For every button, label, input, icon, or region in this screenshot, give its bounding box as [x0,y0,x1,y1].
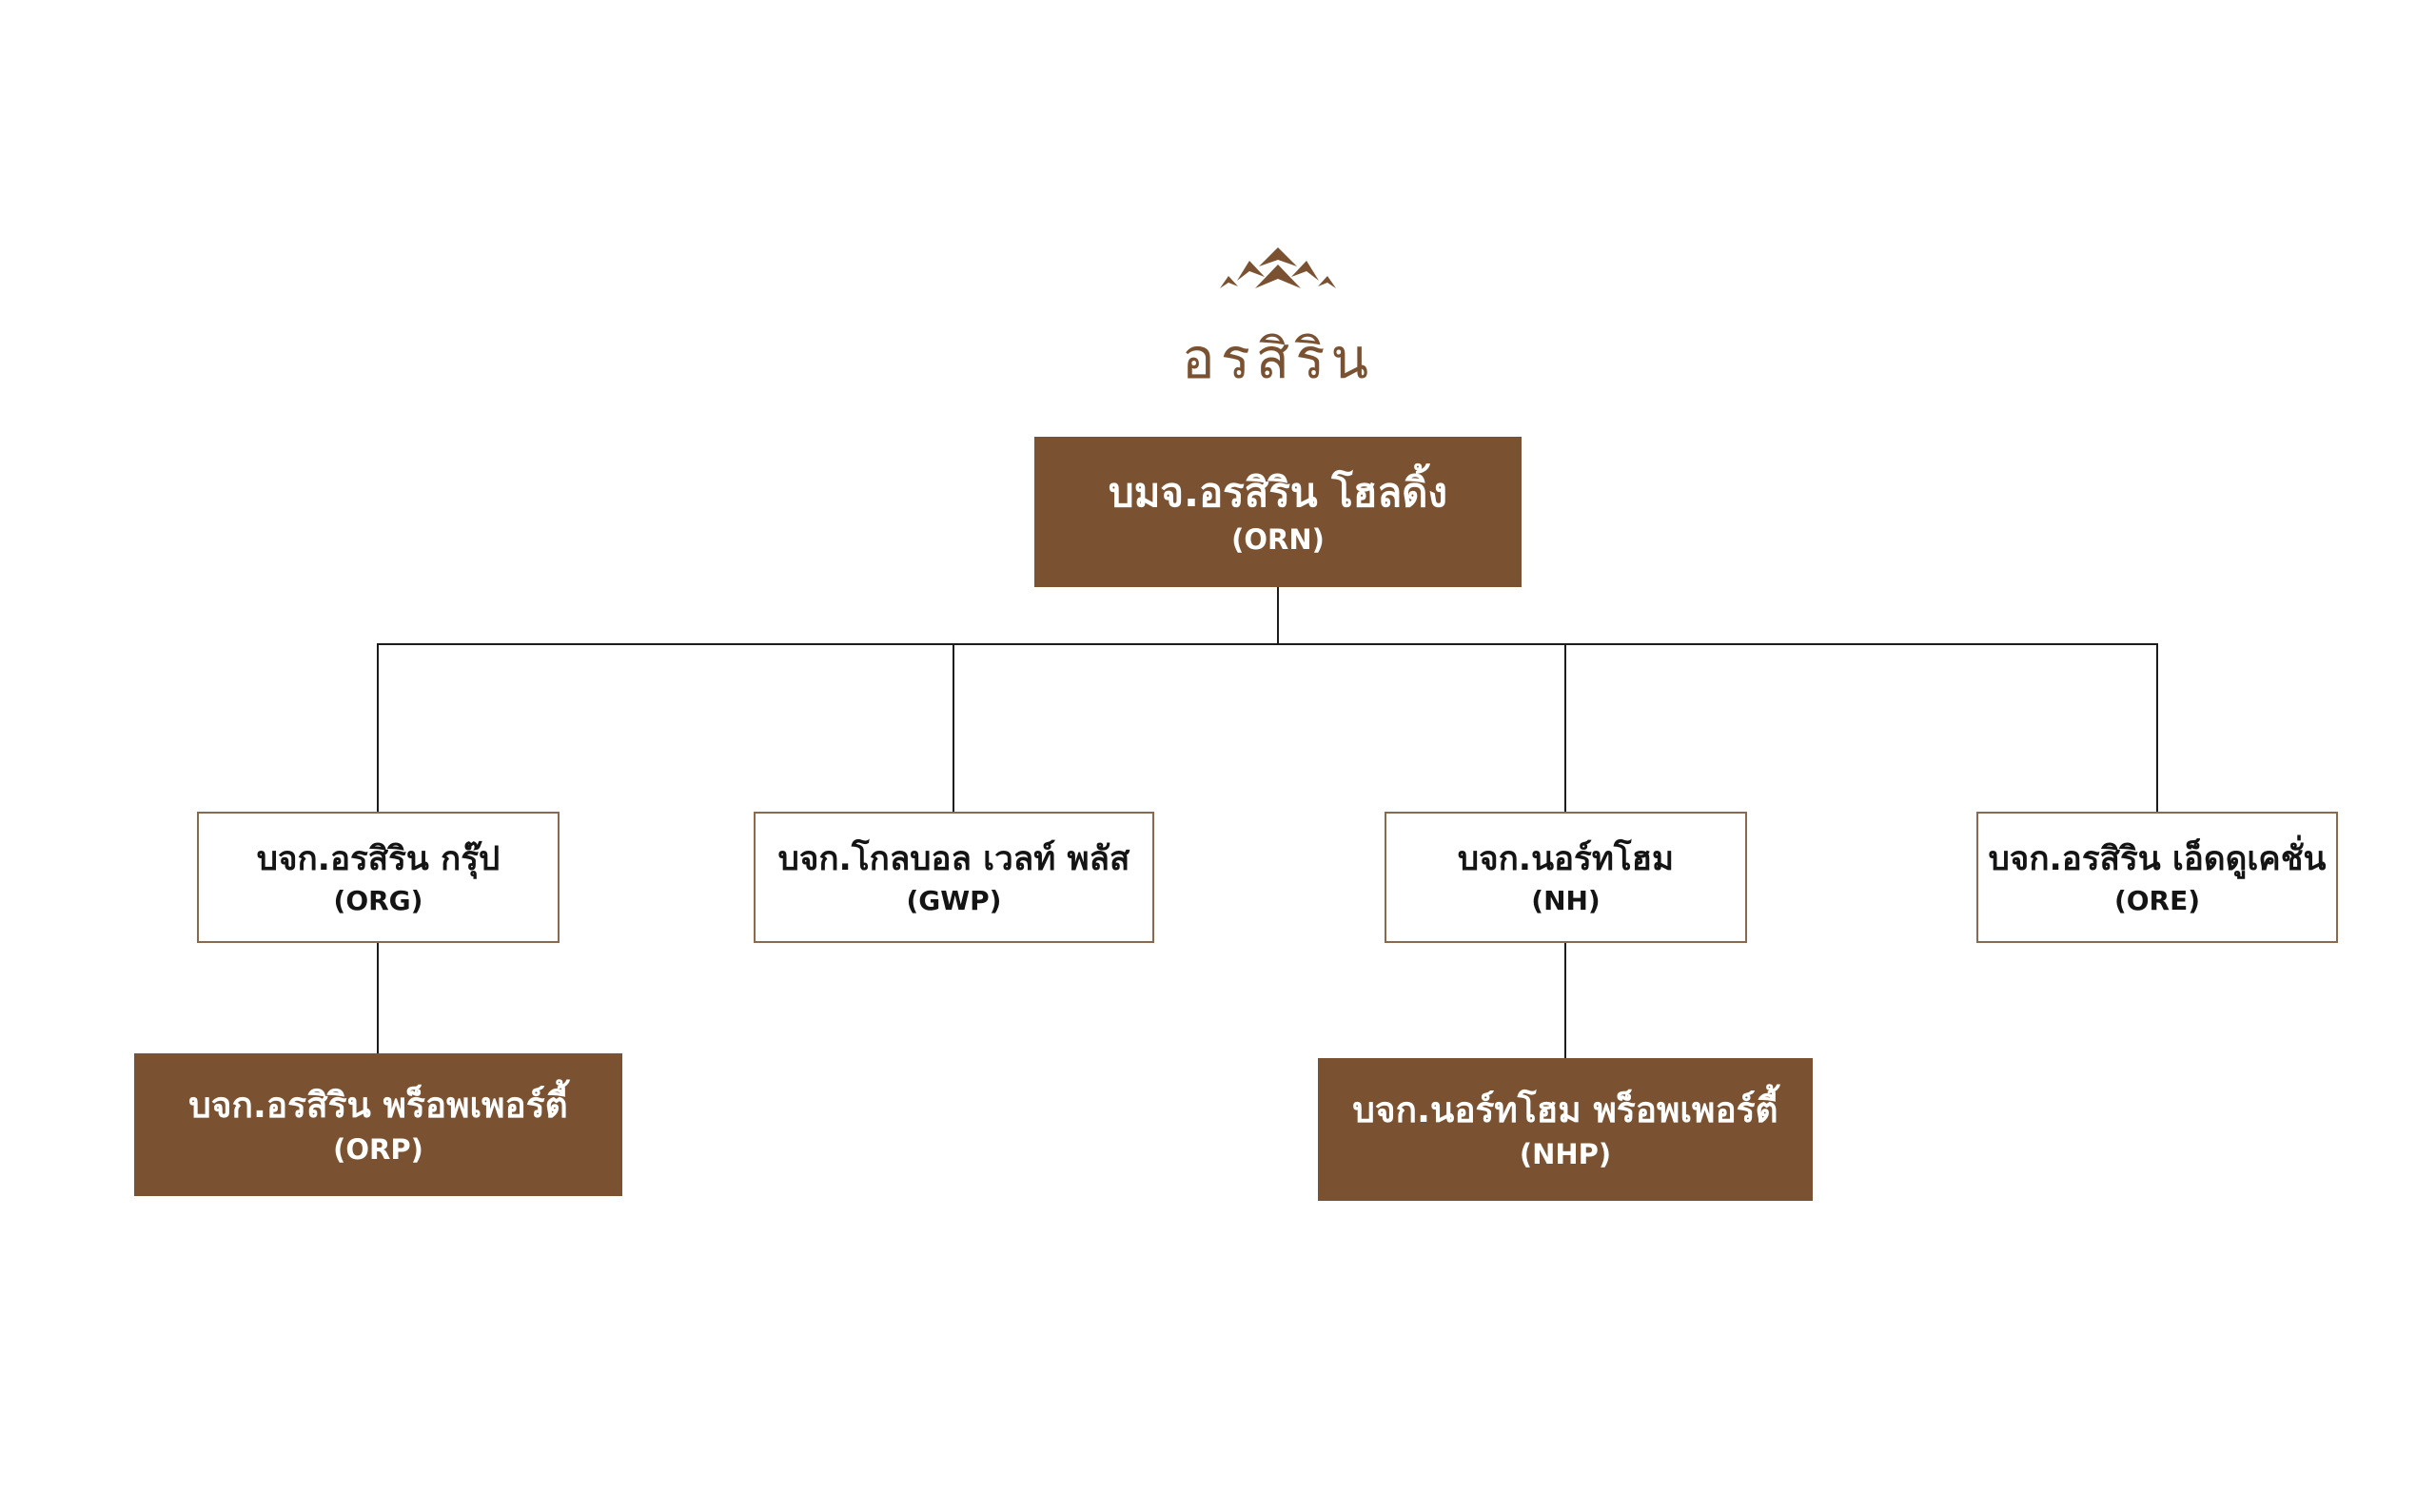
connector-root-drop [1277,587,1279,644]
org-node-name: บจก.นอร์ทโฮม พร็อพเพอร์ตี้ [1352,1090,1778,1131]
connector-drop-ore [2156,643,2158,812]
org-node-code: (GWP) [906,885,1002,917]
connector-drop-org [377,643,379,812]
connector-drop-nh [1564,643,1566,812]
org-node-root-orn: บมจ.อรสิริน โฮลดิ้ง (ORN) [1034,437,1522,587]
org-node-name: บจก.อรสิริน พร็อพเพอร์ตี้ [188,1085,568,1127]
connector-horizontal [378,643,2158,645]
org-node-org: บจก.อรสิริน กรุ๊ป (ORG) [197,812,560,943]
org-node-nhp: บจก.นอร์ทโฮม พร็อพเพอร์ตี้ (NHP) [1318,1058,1813,1201]
org-node-ore: บจก.อรสิริน เอ็ดดูเคชั่น (ORE) [1976,812,2338,943]
org-node-nh: บจก.นอร์ทโฮม (NH) [1385,812,1747,943]
org-node-code: (NHP) [1519,1137,1612,1170]
org-node-code: (ORE) [2113,885,2201,917]
logo-icon [1211,245,1345,312]
org-node-code: (ORN) [1231,522,1325,556]
brand-wordmark: อรสิริน [1181,326,1375,391]
org-node-code: (NH) [1531,885,1601,917]
org-node-name: บจก.โกลบอล เวลท์ พลัส [777,839,1130,878]
connector-nh-to-nhp [1564,943,1566,1058]
org-node-name: บจก.อรสิริน เอ็ดดูเคชั่น [1988,839,2327,878]
org-node-orp: บจก.อรสิริน พร็อพเพอร์ตี้ (ORP) [134,1053,622,1196]
org-node-code: (ORG) [333,885,423,917]
org-node-name: บจก.นอร์ทโฮม [1457,839,1675,878]
org-node-code: (ORP) [333,1132,423,1166]
org-node-name: บจก.อรสิริน กรุ๊ป [256,839,501,878]
org-node-gwp: บจก.โกลบอล เวลท์ พลัส (GWP) [754,812,1154,943]
connector-org-to-orp [377,943,379,1053]
connector-drop-gwp [953,643,954,812]
org-node-name: บมจ.อรสิริน โฮลดิ้ง [1109,469,1447,517]
